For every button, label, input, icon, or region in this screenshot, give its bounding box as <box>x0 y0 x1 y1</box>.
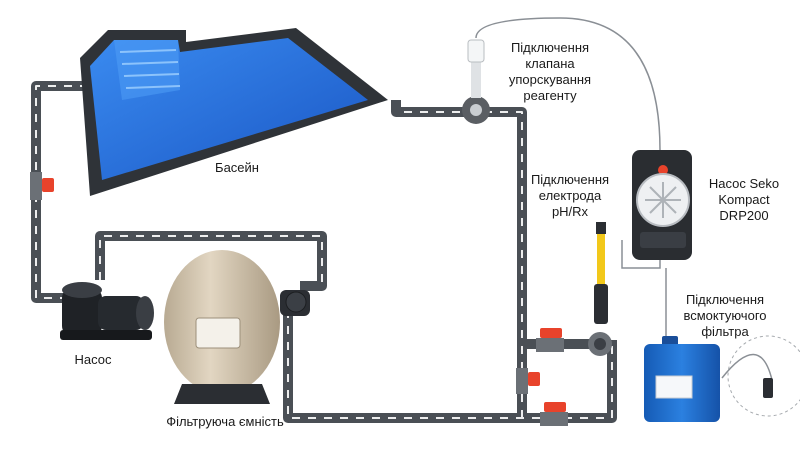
suction-filter-icon <box>727 335 800 417</box>
pipe-filter-to-return <box>283 310 617 423</box>
tube-suction-filter <box>721 353 773 381</box>
pipe-pool-to-pump <box>31 81 88 303</box>
tube-injection <box>475 17 661 151</box>
ball-valve-bypass-upper <box>536 328 564 352</box>
pipe-return-to-pool <box>391 100 527 418</box>
suction-filter-label: Підключення всмоктуючого фільтра <box>683 292 767 339</box>
dosing-pump-icon <box>632 150 692 260</box>
dosing-pump-label: Насос Seko Kompact DRP200 <box>708 176 780 223</box>
injection-valve-label: Підключення клапана упорскування реагент… <box>508 40 592 103</box>
ball-valve-bottom <box>540 402 568 426</box>
circulation-pump-icon <box>60 282 154 340</box>
ball-valve-main-right <box>516 368 540 394</box>
electrode-holder-tee <box>588 332 612 356</box>
injection-valve-icon <box>462 39 490 124</box>
sand-filter-tank-icon <box>164 250 310 404</box>
filter-label: Фільтруюча ємність <box>166 414 284 429</box>
chemical-canister-icon <box>644 336 720 422</box>
dosing-tubes <box>475 17 773 381</box>
ball-valve-left <box>30 172 54 200</box>
tube-electrode <box>621 240 661 269</box>
ph-electrode-icon <box>594 222 608 324</box>
electrode-label: Підключення електрода pH/Rx <box>530 172 610 219</box>
pipe-pump-to-filter <box>95 231 327 291</box>
swimming-pool-icon <box>80 28 388 196</box>
pool-label: Басейн <box>215 160 259 175</box>
pump-label: Насос <box>74 352 112 367</box>
